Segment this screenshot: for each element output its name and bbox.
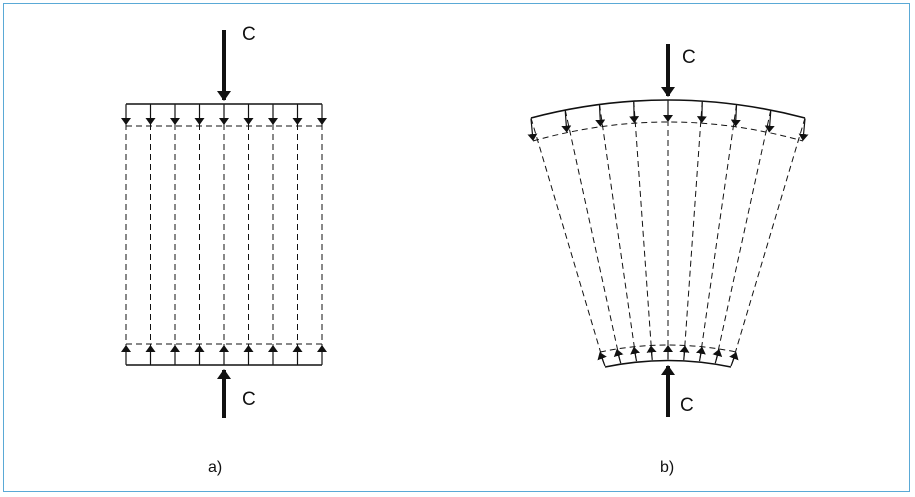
panel-b-fiber-line xyxy=(530,117,606,368)
panel-b-force-bottom-label: C xyxy=(680,395,694,416)
panel-a-caption: a) xyxy=(208,459,222,476)
panel-b-force-top-label: C xyxy=(682,47,696,68)
panel-b-caption: b) xyxy=(660,459,674,476)
panel-b-fiber-line xyxy=(633,101,653,361)
panel-b-stress-arrows xyxy=(527,101,809,367)
panel-b-top-stress-arrow xyxy=(730,105,741,127)
panel-b-bottom-stress-arrow xyxy=(613,348,624,364)
panel-b-top-stress-arrow xyxy=(764,111,775,133)
panel-b-fiber-line xyxy=(699,104,737,363)
panel-b-fibers xyxy=(530,100,806,368)
panel-b-bottom-stress-arrow xyxy=(597,352,607,367)
panel-b-fiber-line xyxy=(730,117,806,368)
panel-b-bottom-stress-arrow xyxy=(646,345,657,360)
panel-b-bottom-stress-arrow xyxy=(712,348,723,364)
panel-b-top-stress-arrow xyxy=(561,111,572,133)
panel-b-fiber-line xyxy=(599,104,637,363)
panel-a-force-top-label: C xyxy=(242,24,256,45)
panel-b-bottom-stress-arrow xyxy=(729,352,739,367)
panel-b-top-stress-arrow xyxy=(798,118,809,141)
panel-b: C C b) xyxy=(527,44,809,476)
panel-b-top-stress-arrow xyxy=(629,102,640,124)
figure-frame xyxy=(3,3,910,492)
panel-b-bottom-stress-arrow xyxy=(630,346,641,362)
panel-b-fiber-line xyxy=(714,110,772,365)
panel-b-fiber-line xyxy=(683,101,703,361)
panel-a-fibers xyxy=(125,104,323,365)
panel-b-top-stress-arrow xyxy=(595,105,606,127)
panel-b-top-stress-arrow xyxy=(527,118,538,141)
panel-a: C C a) xyxy=(121,24,327,476)
panel-b-bottom-stress-arrow xyxy=(695,346,706,362)
panel-a-force-bottom-label: C xyxy=(242,389,256,410)
panel-b-top-stress-arrow xyxy=(696,102,707,124)
panel-b-fiber-line xyxy=(564,110,622,365)
panel-b-bottom-stress-arrow xyxy=(679,345,690,360)
panel-a-stress-arrows xyxy=(121,105,327,364)
